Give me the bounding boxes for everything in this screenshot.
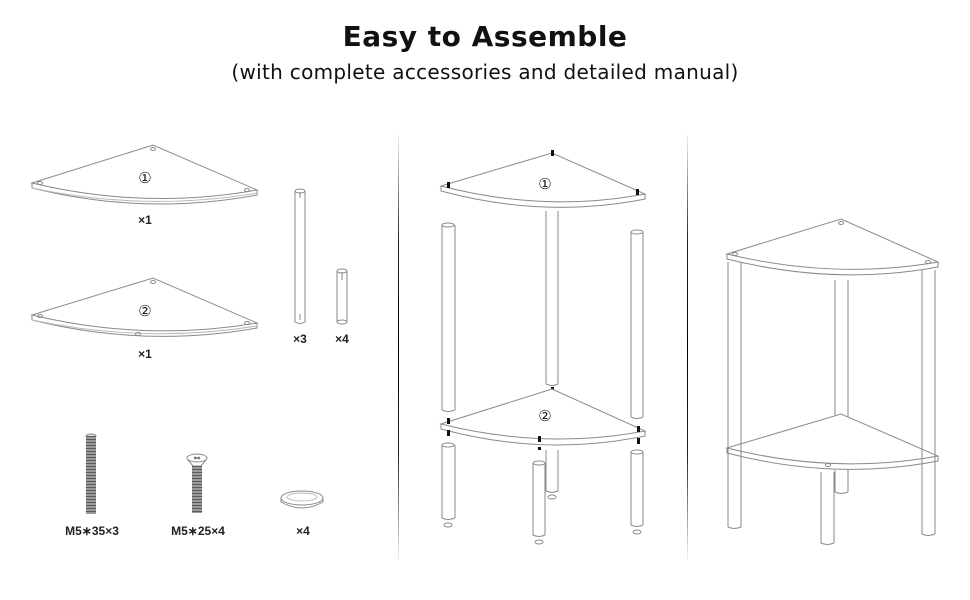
short-tube-quantity: ×4	[335, 332, 349, 346]
assembled-shelf	[725, 218, 940, 545]
long-tube-quantity: ×3	[293, 332, 307, 346]
exploded-bottom-shelf	[439, 388, 647, 450]
exploded-right-tube	[630, 229, 644, 419]
countersunk-screw-quantity: M5∗25×4	[171, 524, 225, 538]
threaded-rod-quantity: M5∗35×3	[65, 524, 119, 538]
exploded-left-tube	[441, 222, 456, 412]
countersunk-screw-part	[186, 453, 208, 513]
short-tube-part	[336, 268, 348, 325]
shelf-2-part	[30, 277, 259, 337]
exploded-bottom-shelf-marker: ②	[538, 408, 552, 425]
divider-right	[687, 135, 688, 560]
page-subtitle: (with complete accessories and detailed …	[231, 60, 739, 84]
shelf-1-part	[30, 144, 259, 205]
exploded-center-tube	[545, 211, 559, 393]
exploded-top-shelf	[439, 150, 647, 208]
exploded-legs	[441, 442, 644, 545]
foot-pad-quantity: ×4	[296, 524, 310, 538]
shelf-1-marker: ①	[138, 170, 152, 187]
foot-pad-part	[280, 490, 324, 509]
exploded-top-shelf-marker: ①	[538, 176, 552, 193]
long-tube-part	[294, 188, 306, 324]
threaded-rod-part	[85, 433, 97, 514]
divider-left	[398, 135, 399, 560]
shelf-2-quantity: ×1	[138, 347, 152, 361]
page-title: Easy to Assemble	[342, 20, 628, 53]
shelf-1-quantity: ×1	[138, 213, 152, 227]
shelf-2-marker: ②	[138, 303, 152, 320]
